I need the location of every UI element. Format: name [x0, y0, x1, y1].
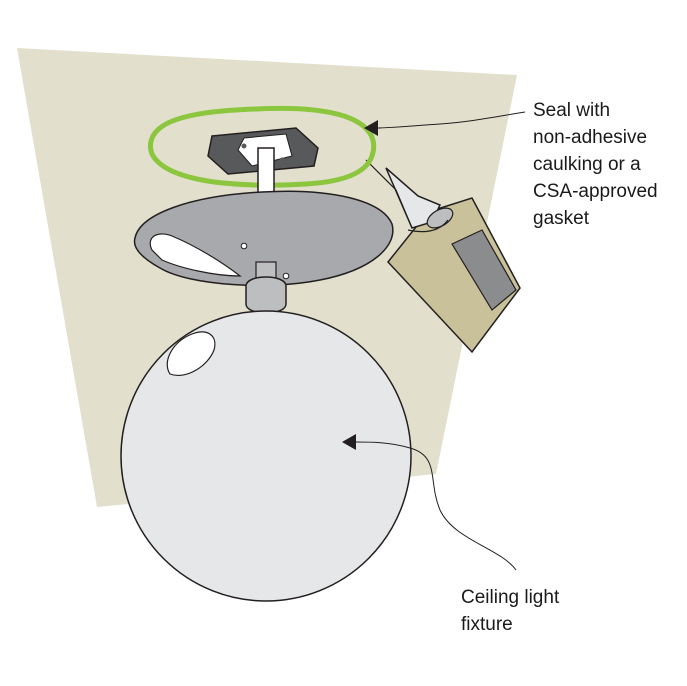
seal-callout: Seal with non-adhesive caulking or a CSA…	[533, 97, 658, 232]
fixture-callout: Ceiling light fixture	[461, 584, 559, 638]
fixture-arrowhead	[342, 434, 356, 450]
fixture-stem	[257, 147, 275, 195]
seal-callout-line: CSA-approved	[533, 181, 658, 202]
seal-callout-line: Seal with	[533, 100, 611, 121]
fixture-callout-line: fixture	[461, 614, 513, 635]
seal-callout-line: gasket	[533, 208, 589, 229]
seal-callout-line: caulking or a	[533, 154, 641, 175]
seal-arrowhead	[364, 120, 378, 136]
fixture-callout-line: Ceiling light	[461, 587, 560, 608]
canopy	[133, 190, 394, 287]
seal-leader-line	[375, 111, 526, 129]
caulking-gun-icon	[365, 159, 521, 354]
seal-callout-line: non-adhesive	[533, 127, 648, 148]
light-globe	[120, 310, 412, 602]
fixture-neck	[245, 261, 287, 314]
seal-highlight	[147, 105, 377, 188]
fixture-leader-line	[355, 441, 517, 571]
